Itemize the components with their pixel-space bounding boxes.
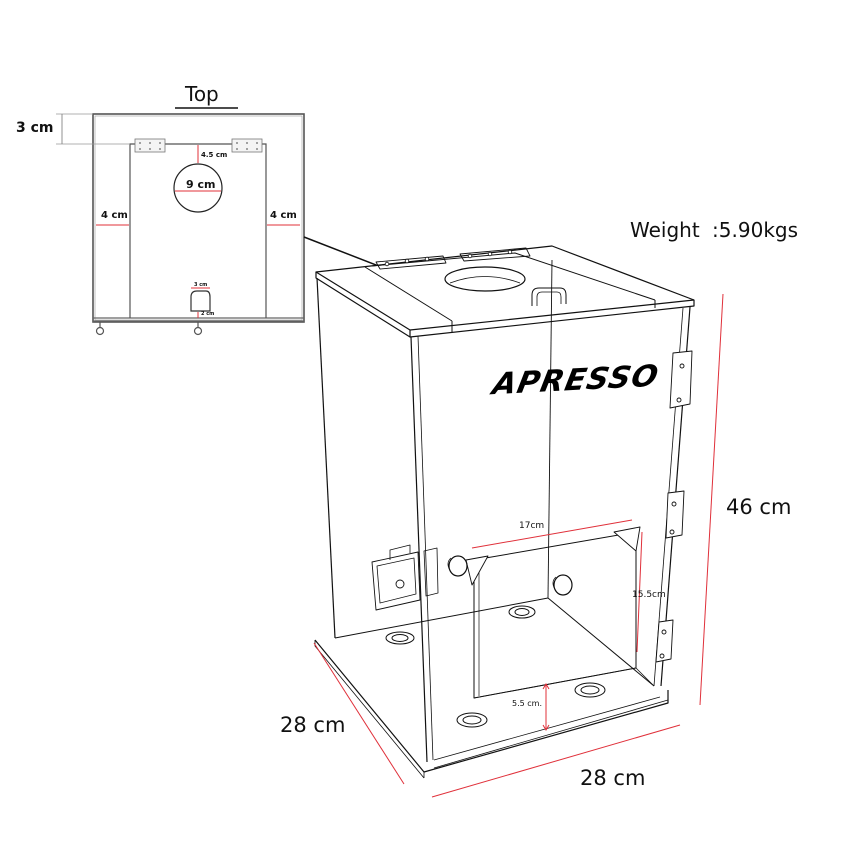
height-dimension-label: 46 cm	[726, 495, 792, 519]
top-view-title: Top	[185, 82, 219, 106]
weight-label-text: Weight	[630, 218, 700, 242]
box-3d-drawing	[314, 245, 695, 779]
weight-separator: :	[712, 218, 719, 242]
lid-offset-label: 3 cm	[16, 120, 54, 136]
door-height-label: 15.5cm	[632, 590, 666, 600]
width-dimension-label: 28 cm	[580, 766, 646, 790]
handle-width-label: 3 cm	[194, 282, 208, 288]
weight-value: 5.90kgs	[718, 218, 799, 242]
hole-diameter-label: 9 cm	[186, 178, 216, 191]
door-from-bottom-label: 5.5 cm.	[512, 699, 542, 708]
door-width-label: 17cm	[519, 521, 545, 531]
depth-dimension-label: 28 cm	[280, 713, 346, 737]
weight-label: Weight :5.90kgs	[630, 218, 798, 242]
dimension-lines	[313, 293, 724, 798]
left-margin-label: 4 cm	[101, 210, 128, 221]
hole-from-edge-label: 4.5 cm	[201, 151, 228, 159]
handle-from-edge-label: 2 cm	[201, 311, 215, 317]
right-margin-label: 4 cm	[270, 210, 297, 221]
